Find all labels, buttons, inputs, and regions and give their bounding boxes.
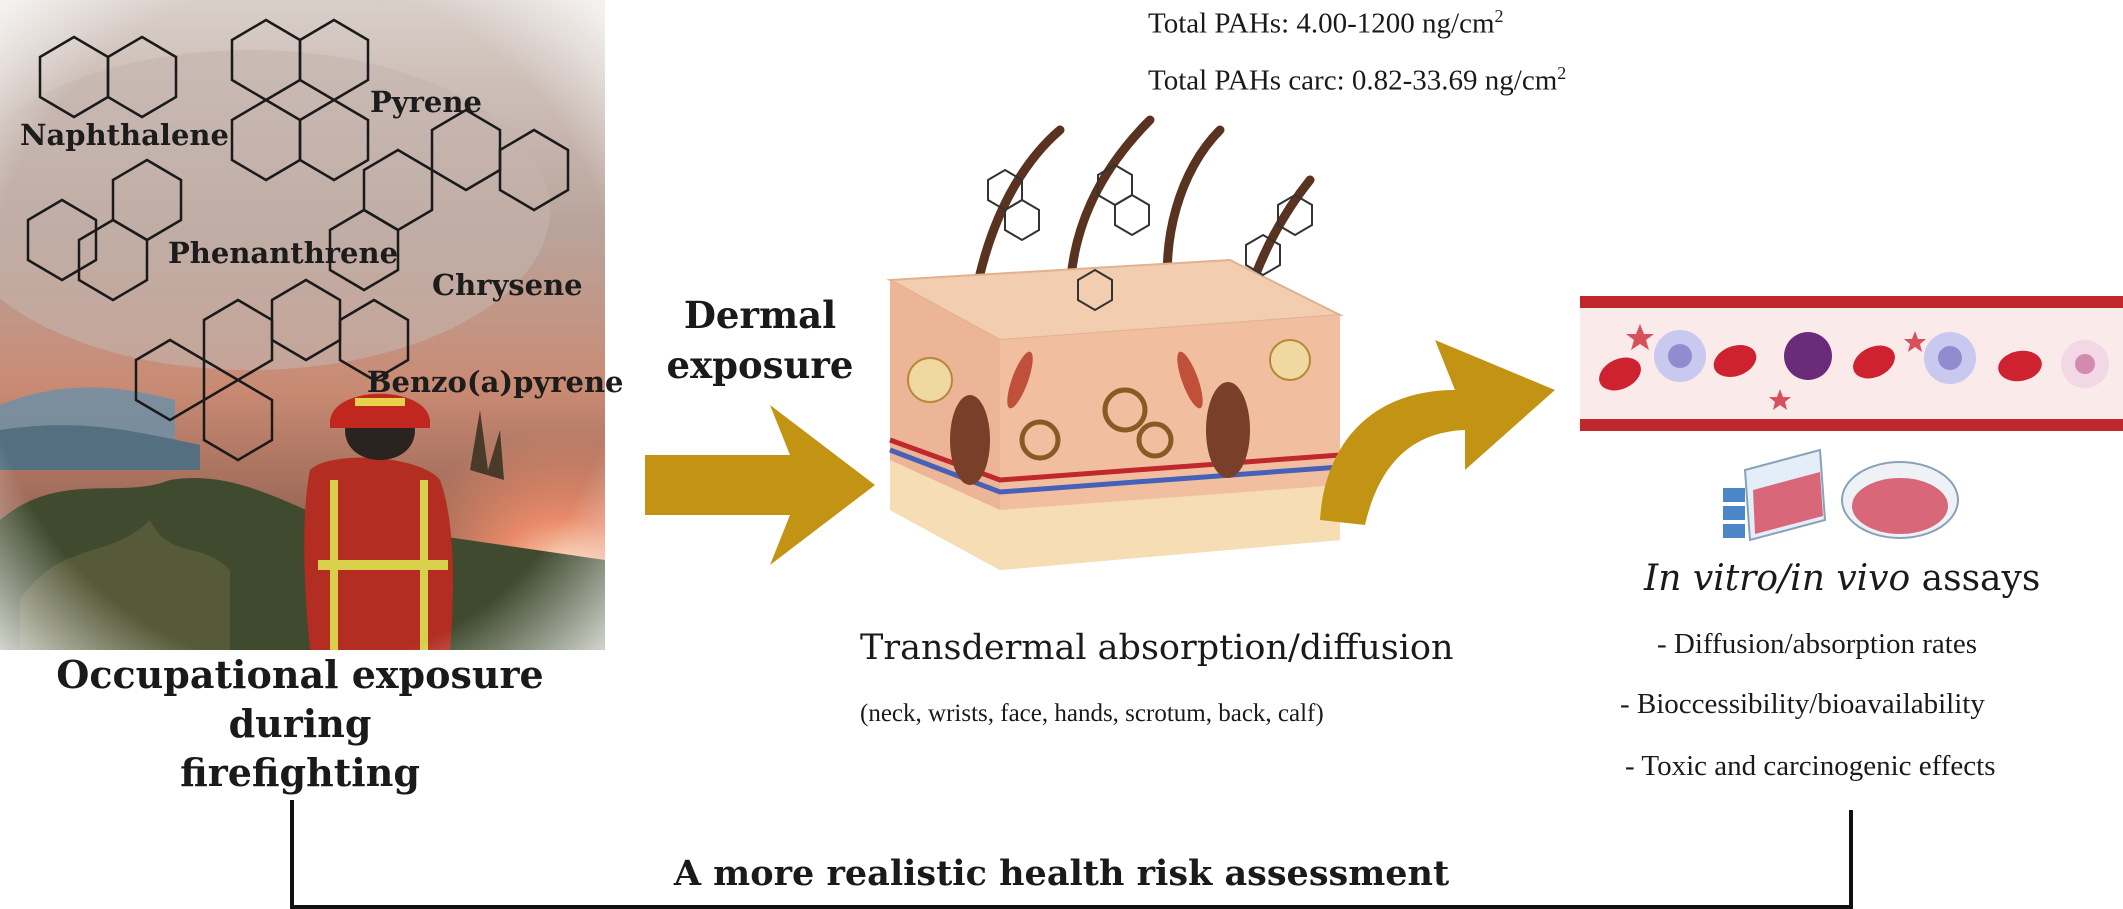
culture-flask-icon [1723,450,1825,540]
total-pahs-carc-text: Total PAHs carc: 0.82-33.69 ng/cm [1148,65,1557,97]
left-caption-line1: Occupational exposure during [0,650,600,748]
transdermal-title: Transdermal absorption/diffusion [860,628,1454,668]
naphthalene-label: Naphthalene [20,118,229,152]
phenanthrene-structure-icon [28,160,181,300]
cell-culture-icons [1715,440,1965,560]
assay-item: - Diffusion/absorption rates [1657,628,1977,661]
dermal-exposure-label: Dermal exposure [660,290,860,390]
pyrene-structure-icon [232,20,368,180]
assay-item: - Bioccessibility/bioavailability [1620,688,1985,721]
dermal-label-line1: Dermal [660,290,860,340]
bottom-title: A more realistic health risk assessment [0,853,2123,894]
total-pahs-text: Total PAHs: 4.00-1200 ng/cm [1148,8,1495,40]
transdermal-subtitle: (neck, wrists, face, hands, scrotum, bac… [860,700,1324,728]
total-pahs-carc-sup: 2 [1557,63,1566,83]
total-pahs-carc-stat: Total PAHs carc: 0.82-33.69 ng/cm2 [1148,63,1566,98]
chrysene-label: Chrysene [432,268,583,302]
benzo-a-pyrene-label: Benzo(a)pyrene [367,365,623,399]
phenanthrene-label: Phenanthrene [168,236,398,270]
naphthalene-structure-icon [40,37,176,117]
assays-title: In vitro/in vivo assays [1644,558,2040,599]
total-pahs-sup: 2 [1495,6,1504,26]
absorption-arrow-icon [1305,320,1560,530]
left-caption: Occupational exposure during firefightin… [0,650,600,797]
dermal-label-line2: exposure [660,340,860,390]
assays-title-rest: assays [1910,558,2040,599]
assay-item: - Toxic and carcinogenic effects [1625,750,1996,783]
pyrene-label: Pyrene [370,85,482,119]
dermal-arrow-icon [640,400,880,570]
total-pahs-stat: Total PAHs: 4.00-1200 ng/cm2 [1148,6,1504,41]
left-caption-line2: firefighting [0,748,600,797]
blood-vessel-illustration [1580,296,2123,431]
petri-dish-icon [1842,462,1958,538]
assays-title-italic: In vitro/in vivo [1644,558,1910,599]
